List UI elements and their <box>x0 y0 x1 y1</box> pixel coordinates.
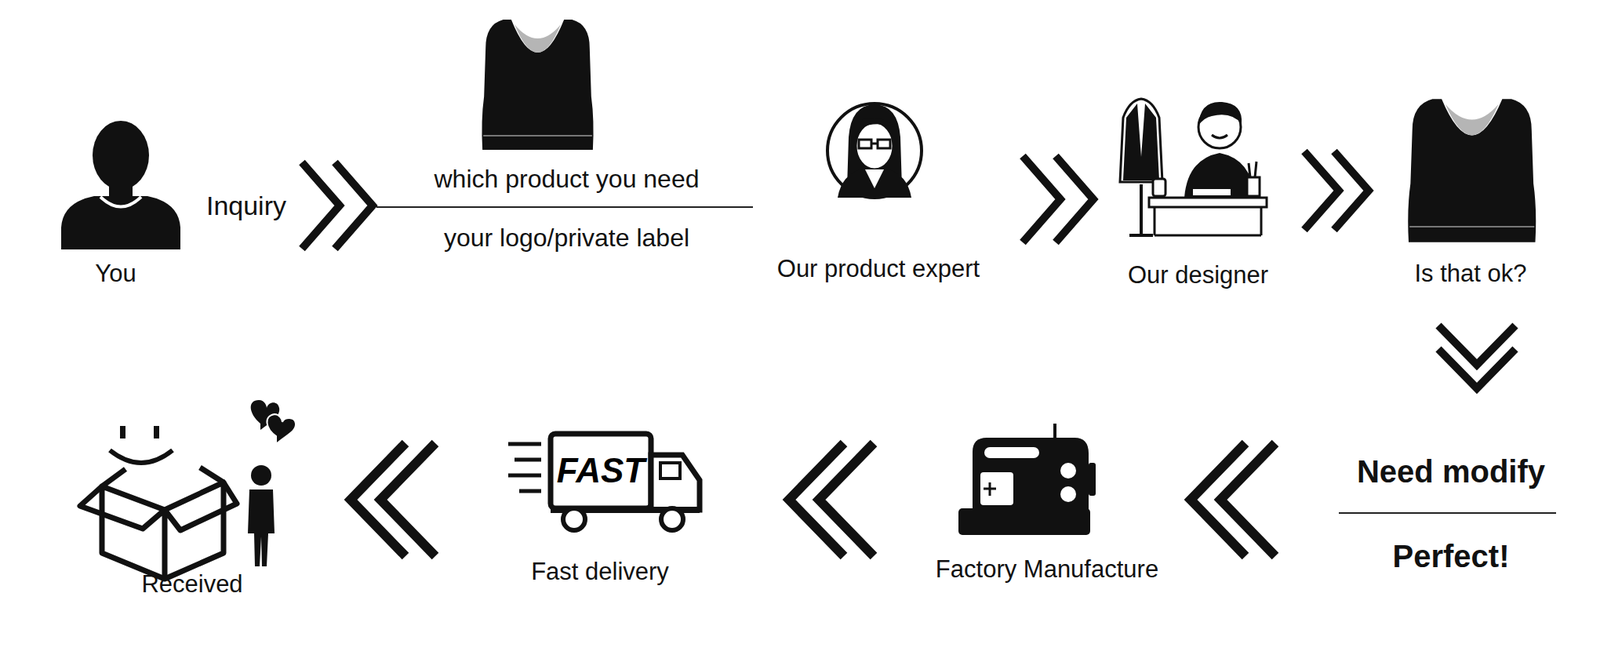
divider-line-part <box>376 206 753 208</box>
step-caption: Fast delivery <box>530 557 670 586</box>
chevron-arrow <box>789 443 874 557</box>
chevron-arrow <box>1022 156 1094 243</box>
chevron-arrow <box>301 162 373 249</box>
expert-icon-part <box>827 103 922 198</box>
step-caption: Our product expert <box>777 254 980 284</box>
received-box-icon-part <box>266 414 296 444</box>
truck-icon <box>508 433 700 531</box>
sewing-machine-icon-part <box>1053 423 1057 438</box>
expert-step: Our product expert <box>764 94 993 291</box>
designer-icon-part <box>1152 178 1166 197</box>
sewing-machine-icon-part <box>1060 462 1077 479</box>
designer-step: Our designer <box>1101 86 1295 295</box>
step-caption: your logo/private label <box>443 223 690 252</box>
expert-icon-part <box>865 169 884 189</box>
chevron-arrow <box>1438 325 1516 389</box>
step-caption: Our designer <box>1127 261 1269 290</box>
truck-text: FAST <box>556 451 645 490</box>
sewing-machine-icon-part <box>980 472 1014 506</box>
person-icon <box>61 120 181 250</box>
expert-icon <box>827 103 922 198</box>
step-caption: Need modify <box>1356 452 1546 491</box>
sewing-machine-icon-part <box>983 482 997 496</box>
step-caption: Factory Manufacture <box>935 555 1159 584</box>
truck-icon-part <box>563 508 586 531</box>
confirm-step: Is that ok? <box>1380 86 1561 295</box>
divider-line <box>376 207 753 208</box>
designer-icon <box>1120 98 1267 236</box>
designer-icon-part <box>1198 101 1242 126</box>
designer-icon-part <box>1248 161 1257 178</box>
sewing-machine-icon-part <box>1088 462 1096 496</box>
product-step: which product you need your logo/private … <box>376 11 757 263</box>
truck-icon-part <box>661 508 684 531</box>
sports-bra-image-part <box>1407 98 1536 243</box>
designer-icon-part <box>1211 134 1228 139</box>
truck-icon-part <box>508 443 542 491</box>
received-box-icon <box>80 400 296 579</box>
received-step: Received <box>62 396 322 602</box>
received-box-icon-part <box>250 465 272 486</box>
received-box-icon-part <box>109 450 173 463</box>
step-caption: Received <box>141 570 243 599</box>
truck-icon-part <box>660 462 680 479</box>
designer-icon-part <box>1184 152 1255 198</box>
person-icon-part <box>100 196 142 208</box>
edge-label: Inquiry <box>204 189 288 222</box>
person-icon-part <box>61 196 181 250</box>
designer-icon-part <box>1247 177 1260 197</box>
sports-bra-image-part <box>481 19 593 150</box>
step-caption: Perfect! <box>1392 537 1510 575</box>
divider-line-part <box>1338 512 1557 514</box>
sewing-machine-icon-part <box>972 437 1089 510</box>
expert-icon-part <box>855 122 894 170</box>
expert-icon-part <box>871 142 878 146</box>
sewing-machine-icon-part <box>958 508 1091 535</box>
designer-icon-part <box>1192 188 1232 197</box>
chevron-arrow <box>1190 443 1276 557</box>
sports-bra-image <box>481 19 593 150</box>
sewing-machine-icon-part <box>984 447 1040 459</box>
sewing-machine-icon-part <box>1060 486 1077 502</box>
designer-icon-part <box>1149 197 1267 208</box>
received-box-icon-part <box>153 425 160 439</box>
designer-icon-part <box>1129 233 1153 237</box>
decision-step: Need modifyPerfect! <box>1325 435 1577 585</box>
factory-step: Factory Manufacture <box>909 415 1185 593</box>
designer-icon-part <box>1123 103 1160 181</box>
truck-icon-part <box>550 433 651 509</box>
received-box-icon-part <box>120 425 126 439</box>
received-box-icon-part <box>101 467 224 487</box>
expert-icon-part <box>837 168 912 198</box>
designer-icon-part <box>1139 184 1143 236</box>
expert-icon-part <box>858 139 872 149</box>
sports-bra-image <box>1407 98 1536 243</box>
sewing-machine-icon <box>958 423 1096 535</box>
chevron-arrow <box>1304 151 1369 230</box>
step-caption: Is that ok? <box>1414 259 1527 288</box>
expert-icon-part <box>854 117 895 139</box>
expert-icon-part <box>877 139 891 149</box>
received-box-icon-part <box>80 482 237 579</box>
divider-line <box>1338 512 1557 514</box>
chevron-arrow <box>350 443 436 557</box>
step-caption: which product you need <box>434 164 700 193</box>
step-caption: You <box>94 259 136 288</box>
truck-icon-part <box>650 454 700 510</box>
designer-icon-part <box>1120 98 1163 182</box>
delivery-step: Fast delivery <box>470 415 730 593</box>
designer-icon-part <box>1154 207 1262 236</box>
received-box-icon-part <box>247 489 275 567</box>
person-step: You <box>47 117 185 295</box>
